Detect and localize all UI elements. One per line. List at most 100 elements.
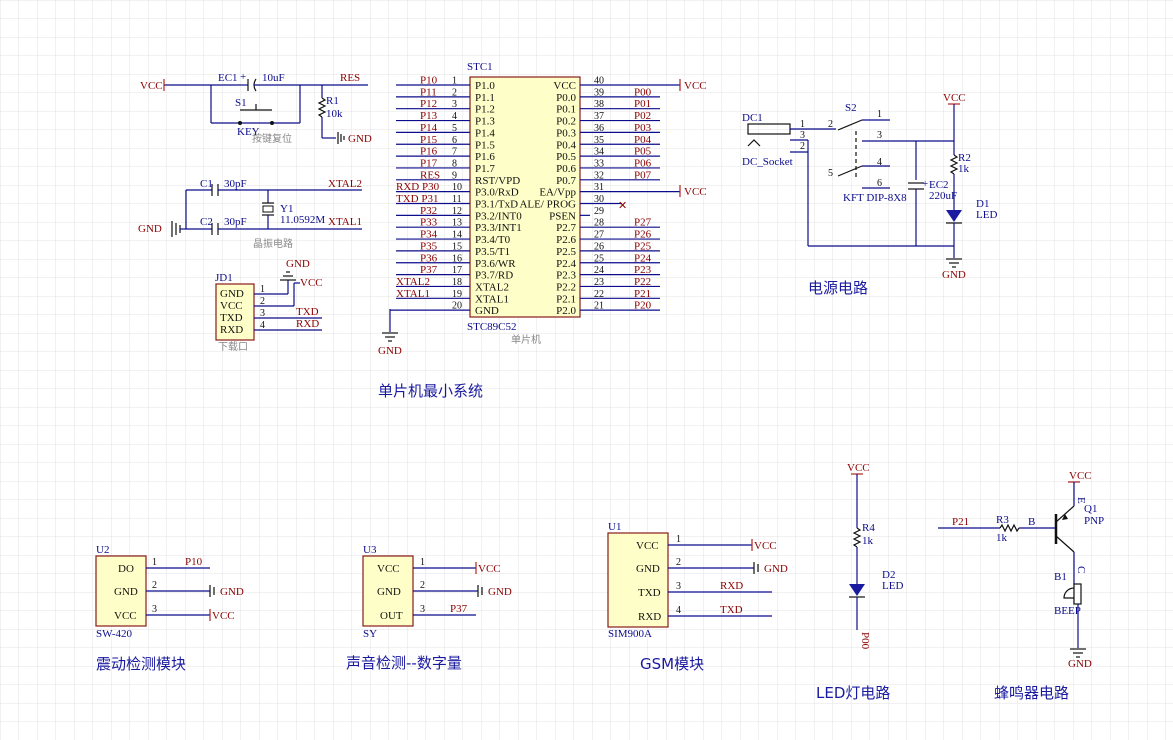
svg-text:P21: P21	[952, 516, 969, 528]
svg-text:GND: GND	[286, 258, 310, 270]
svg-text:XTAL1: XTAL1	[396, 288, 430, 300]
svg-text:BEEP: BEEP	[1054, 605, 1081, 617]
svg-text:15: 15	[452, 241, 462, 252]
svg-text:P1.3: P1.3	[475, 116, 495, 128]
svg-text:P36: P36	[420, 252, 438, 264]
svg-text:220uF: 220uF	[929, 190, 957, 202]
svg-text:P3.0/RxD: P3.0/RxD	[475, 187, 519, 199]
svg-text:GND: GND	[348, 133, 372, 145]
svg-text:E: E	[1075, 497, 1087, 504]
svg-text:P0.3: P0.3	[556, 127, 576, 139]
svg-text:21: 21	[594, 301, 604, 312]
svg-text:1: 1	[452, 76, 457, 87]
svg-text:26: 26	[594, 241, 604, 252]
svg-text:TXD: TXD	[638, 587, 661, 599]
svg-text:P1.5: P1.5	[475, 139, 495, 151]
svg-text:38: 38	[594, 99, 604, 110]
svg-text:Q1: Q1	[1084, 503, 1097, 515]
svg-text:11: 11	[452, 194, 462, 205]
svg-text:SY: SY	[363, 628, 377, 640]
mcu-pin-11: 11 P3.1/TxD TXD P31	[396, 193, 518, 211]
svg-text:P2.7: P2.7	[556, 222, 576, 234]
vibration-module-u2: U2 DO GND VCC 1 2 3 P10 GND VCC SW-420	[95, 544, 244, 640]
svg-text:✕: ✕	[618, 200, 627, 212]
svg-text:P2.0: P2.0	[556, 305, 576, 317]
svg-text:P0.4: P0.4	[556, 139, 576, 151]
svg-text:S2: S2	[845, 102, 857, 114]
gsm-module-u1: U1 VCC GND TXD RXD 1 2 3 4 VCC GND RXD T…	[607, 521, 788, 640]
svg-text:29: 29	[594, 206, 604, 217]
svg-text:30pF: 30pF	[224, 216, 247, 228]
svg-text:GND: GND	[475, 305, 499, 317]
jd1-connector: JD1 GND VCC TXD RXD 1 2 3 4 GND VCC TXD …	[215, 258, 323, 353]
svg-text:7: 7	[452, 147, 457, 158]
svg-text:VCC: VCC	[377, 563, 400, 575]
svg-text:2: 2	[452, 87, 457, 98]
svg-text:SW-420: SW-420	[96, 628, 133, 640]
svg-text:C: C	[1075, 566, 1087, 573]
svg-text:P2.6: P2.6	[556, 234, 576, 246]
svg-text:B1: B1	[1054, 571, 1067, 583]
title-power: 电源电路	[808, 279, 868, 297]
svg-text:P35: P35	[420, 240, 438, 252]
svg-text:P24: P24	[634, 252, 652, 264]
svg-text:P25: P25	[634, 240, 652, 252]
svg-text:VCC: VCC	[212, 610, 235, 622]
svg-text:GND: GND	[488, 586, 512, 598]
svg-text:10uF: 10uF	[262, 72, 285, 84]
svg-text:KFT DIP-8X8: KFT DIP-8X8	[843, 192, 907, 204]
svg-text:P2.3: P2.3	[556, 270, 576, 282]
svg-text:23: 23	[594, 277, 604, 288]
svg-text:2: 2	[260, 296, 265, 307]
svg-text:D1: D1	[976, 198, 989, 210]
svg-text:VCC: VCC	[220, 300, 243, 312]
svg-text:RST/VPD: RST/VPD	[475, 175, 520, 187]
svg-text:20: 20	[452, 301, 462, 312]
svg-text:16: 16	[452, 253, 462, 264]
svg-text:P34: P34	[420, 229, 438, 241]
svg-text:P15: P15	[420, 134, 438, 146]
svg-text:RXD: RXD	[220, 324, 243, 336]
power-circuit: DC1 DC_Socket 1 3 2 S2 2 1 3 4 5 6 KFT D…	[742, 92, 997, 281]
svg-text:P23: P23	[634, 264, 652, 276]
svg-text:4: 4	[260, 320, 265, 331]
svg-text:KEY: KEY	[237, 126, 260, 138]
svg-text:XTAL2: XTAL2	[396, 276, 430, 288]
svg-text:晶振电路: 晶振电路	[253, 237, 293, 250]
svg-text:P12: P12	[420, 98, 437, 110]
svg-text:P3.1/TxD: P3.1/TxD	[475, 199, 518, 211]
svg-text:R3: R3	[996, 514, 1009, 526]
svg-text:LED: LED	[976, 209, 997, 221]
svg-text:P06: P06	[634, 157, 652, 169]
svg-text:P10: P10	[420, 75, 438, 87]
svg-text:TXD P31: TXD P31	[396, 193, 438, 205]
svg-text:GND: GND	[764, 563, 788, 575]
svg-text:GND: GND	[378, 345, 402, 357]
svg-text:GND: GND	[377, 586, 401, 598]
svg-text:1k: 1k	[958, 163, 970, 175]
svg-text:D2: D2	[882, 569, 895, 581]
svg-text:VCC: VCC	[114, 610, 137, 622]
title-vibration: 震动检测模块	[96, 655, 186, 673]
svg-text:EC1: EC1	[218, 72, 238, 84]
svg-text:XTAL1: XTAL1	[328, 216, 362, 228]
svg-text:R1: R1	[326, 95, 339, 107]
svg-text:P17: P17	[420, 157, 438, 169]
